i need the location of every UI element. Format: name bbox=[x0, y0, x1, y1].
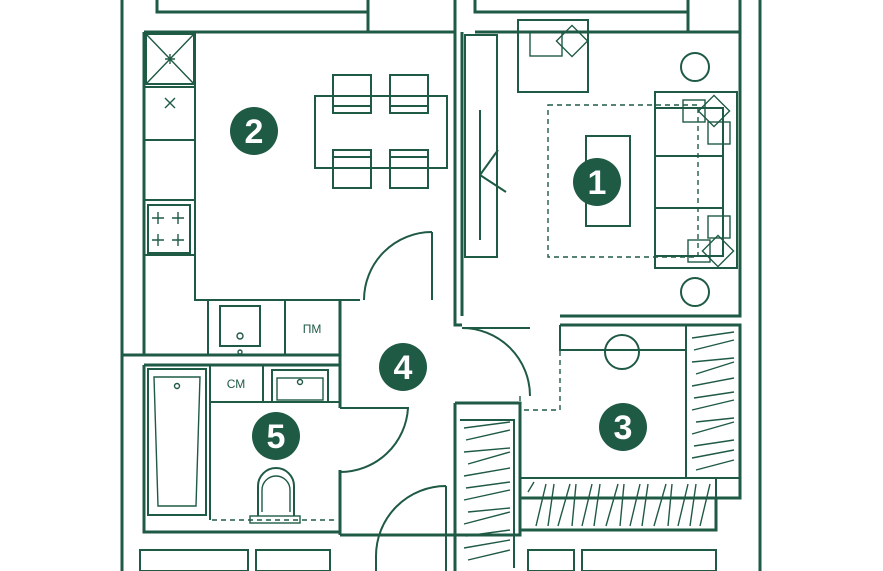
plant-icon bbox=[680, 52, 710, 307]
toilet-icon bbox=[212, 467, 338, 524]
room-badge-kitchen: 2 bbox=[230, 107, 278, 155]
stove-icon bbox=[147, 204, 191, 254]
dining-table-icon bbox=[314, 74, 448, 189]
room-badge-bedroom: 3 bbox=[599, 403, 647, 451]
armchair-icon bbox=[517, 19, 589, 93]
lamp-icon bbox=[604, 334, 640, 370]
wardrobe-icon bbox=[460, 331, 735, 568]
sink-icon bbox=[219, 305, 261, 355]
room-number: 1 bbox=[588, 164, 607, 202]
washing-machine-label: СМ bbox=[227, 377, 246, 391]
bathtub-icon bbox=[147, 368, 207, 516]
room-number: 3 bbox=[614, 409, 633, 447]
balcony-door bbox=[464, 34, 507, 258]
room-badge-bathroom: 5 bbox=[252, 412, 300, 460]
vent-icon bbox=[145, 33, 195, 109]
sofa-icon bbox=[654, 91, 738, 269]
room-badge-hallway: 4 bbox=[379, 343, 427, 391]
dishwasher-label: ПМ bbox=[303, 322, 322, 336]
door-swing-icon bbox=[339, 231, 561, 571]
room-number: 2 bbox=[245, 113, 264, 151]
room-number: 5 bbox=[267, 418, 286, 456]
rug bbox=[547, 104, 699, 258]
walls bbox=[120, 0, 762, 571]
room-number: 4 bbox=[394, 349, 413, 387]
bath-sink-icon bbox=[271, 369, 329, 403]
room-badge-living-room: 1 bbox=[573, 158, 621, 206]
